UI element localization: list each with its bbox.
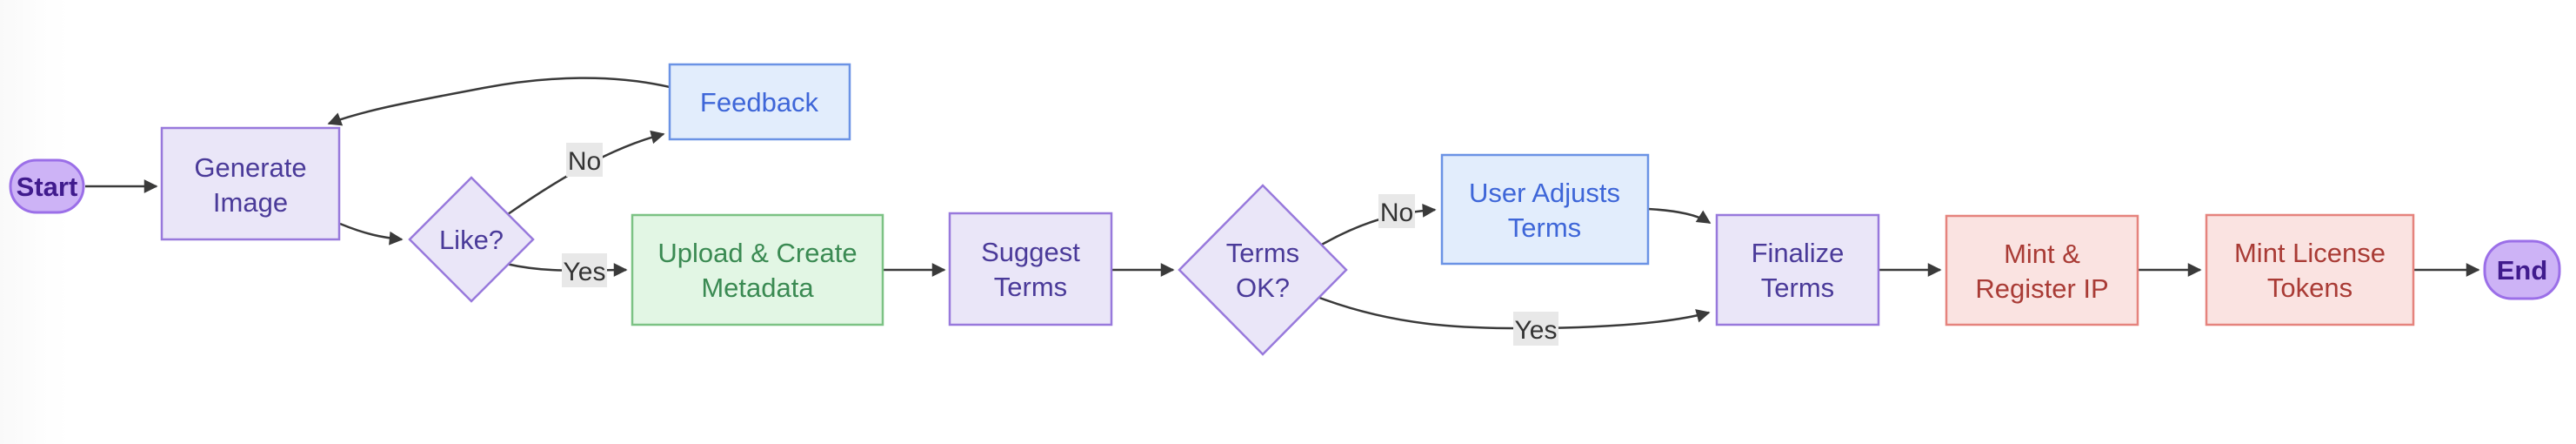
end-shape (2483, 239, 2561, 300)
start-label: Start (17, 172, 78, 202)
edge-label-like-no: No (566, 143, 603, 177)
like-label: Like? (439, 225, 504, 255)
suggest-terms-label-line2: Terms (994, 272, 1067, 302)
node-mint-register-ip: Mint & Register IP (1945, 214, 2139, 326)
node-finalize-terms: Finalize Terms (1715, 213, 1880, 326)
end-label: End (2497, 255, 2548, 286)
feedback-label: Feedback (700, 87, 819, 118)
start-shape (9, 158, 85, 214)
generate-image-label-line1: Generate (194, 152, 306, 183)
generate-image-label-line2: Image (213, 187, 288, 218)
feedback-shape (668, 63, 851, 141)
edge-label-text: No (1380, 198, 1413, 227)
edge-label-like-yes: Yes (562, 253, 607, 287)
finalize-terms-shape (1715, 213, 1880, 326)
mint-license-tokens-label-line2: Tokens (2267, 272, 2352, 303)
edge-label-text: Yes (1515, 316, 1558, 345)
edge-label-text: Yes (564, 258, 606, 286)
suggest-terms-shape (948, 212, 1113, 326)
node-mint-license-tokens: Mint License Tokens (2205, 213, 2415, 326)
node-generate-image: Generate Image (160, 126, 341, 241)
edge-label-bg (566, 143, 603, 177)
node-upload-create-metadata: Upload & Create Metadata (631, 213, 884, 326)
edge-label-terms-no: No (1378, 194, 1415, 228)
edge-feedback-to-generate-image (327, 77, 671, 126)
edge-label-terms-yes: Yes (1513, 312, 1558, 346)
node-user-adjusts-terms: User Adjusts Terms (1440, 153, 1650, 266)
generate-image-shape (160, 126, 341, 241)
user-adjusts-terms-shape (1440, 153, 1650, 266)
user-adjusts-terms-label-line2: Terms (1508, 212, 1581, 243)
edge-generate-image-to-like (339, 222, 404, 246)
suggest-terms-label-line1: Suggest (981, 237, 1080, 267)
edge-user-adjusts-to-finalize (1647, 207, 1712, 225)
terms-ok-label-line2: OK? (1236, 272, 1290, 303)
edge-label-bg (1513, 312, 1558, 346)
mint-license-tokens-label-line1: Mint License (2234, 238, 2386, 268)
node-start: Start (9, 158, 85, 214)
mint-register-ip-label-line2: Register IP (1975, 273, 2108, 304)
terms-ok-diamond-shape (1178, 184, 1348, 356)
edge-label-bg (1378, 194, 1415, 228)
mint-register-ip-shape (1945, 214, 2139, 326)
upload-metadata-label-line1: Upload & Create (657, 238, 857, 268)
terms-ok-label-line1: Terms (1226, 238, 1299, 268)
upload-metadata-label-line2: Metadata (701, 272, 814, 303)
finalize-terms-label-line2: Terms (1761, 272, 1834, 303)
node-end: End (2483, 239, 2561, 300)
like-diamond-shape (408, 176, 535, 303)
node-terms-ok-decision: Terms OK? (1178, 184, 1348, 356)
mint-license-tokens-shape (2205, 213, 2415, 326)
node-feedback: Feedback (668, 63, 851, 141)
node-suggest-terms: Suggest Terms (948, 212, 1113, 326)
edge-label-bg (562, 253, 607, 287)
finalize-terms-label-line1: Finalize (1752, 238, 1845, 268)
edge-terms-ok-to-finalize-yes (1314, 294, 1711, 330)
mint-register-ip-label-line1: Mint & (2004, 239, 2080, 269)
node-like-decision: Like? (408, 176, 535, 303)
edge-terms-ok-to-user-adjusts-no (1319, 203, 1437, 247)
user-adjusts-terms-label-line1: User Adjusts (1469, 178, 1620, 208)
edge-label-text: No (568, 147, 601, 176)
upload-metadata-shape (631, 213, 884, 326)
